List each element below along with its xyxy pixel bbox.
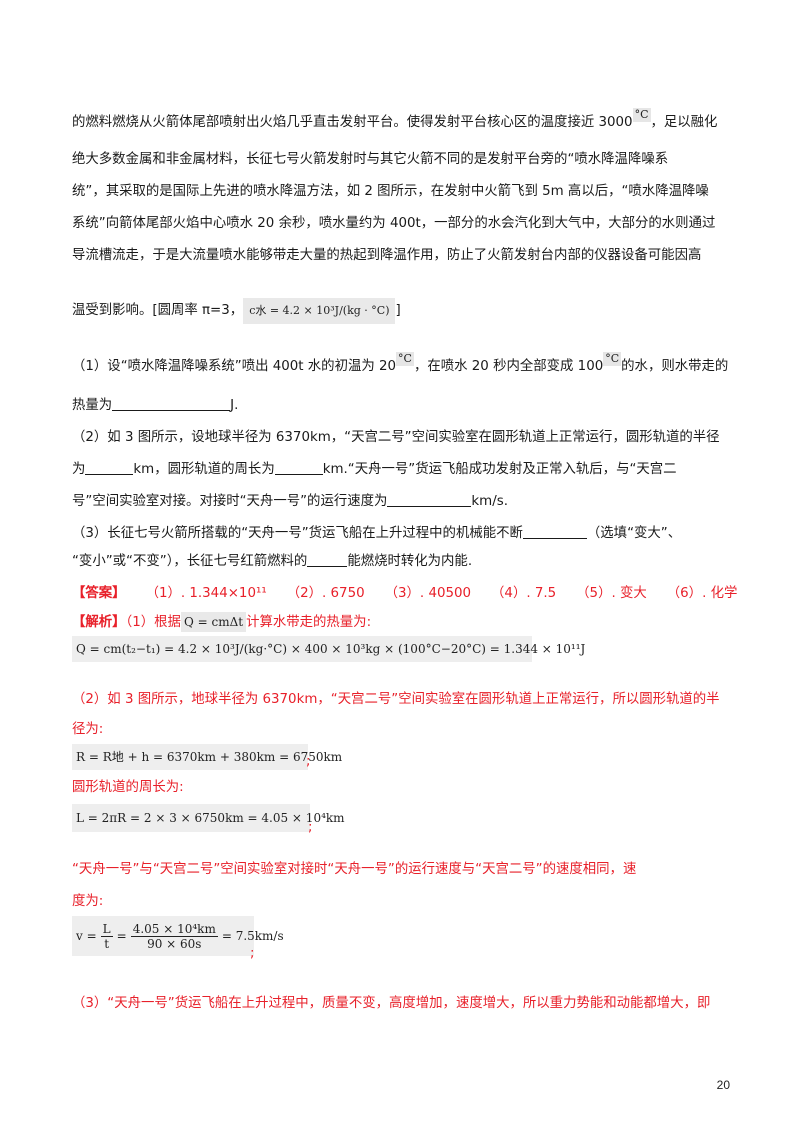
- analysis-line-5: “天舟一号”与“天宫二号”空间实验室对接时“天舟一号”的运行速度与“天宫二号”的…: [72, 862, 637, 877]
- formula-speed: v = L t = 4.05 × 10⁴km 90 × 60s = 7.5km/…: [72, 916, 284, 956]
- intro-line-6: 温受到影响。[圆周率 π=3，c水 = 4.2 × 10³J/(kg · °C)…: [72, 298, 732, 324]
- intro-line-3: 统”，其采取的是国际上先进的喷水降温方法，如 2 图所示，在发射中火箭飞到 5m…: [72, 184, 709, 199]
- formula-orbit-radius: R = R地 + h = 6370km + 380km = 6750km: [72, 744, 342, 770]
- answer-item: （3）. 40500: [384, 586, 472, 601]
- formula-orbit-circumference: L = 2πR = 2 × 3 × 6750km = 4.05 × 10⁴km: [72, 804, 345, 832]
- analysis-line-4: 圆形轨道的周长为:: [72, 780, 184, 795]
- degree-unit-box: °C: [632, 108, 651, 122]
- answer-blank-1[interactable]: [112, 396, 231, 411]
- intro-line-2: 绝大多数金属和非金属材料，长征七号火箭发射时与其它火箭不同的是发射平台旁的“喷水…: [72, 152, 669, 167]
- analysis-line-2: （2）如 3 图所示，地球半径为 6370km，“天宫二号”空间实验室在圆形轨道…: [72, 692, 720, 707]
- question-1-line-1: （1）设“喷水降温降噪系统”喷出 400t 水的初温为 20°C，在喷水 20 …: [72, 352, 729, 374]
- question-3-line-1: （3）长征七号火箭所搭载的“天舟一号”货运飞船在上升过程中的机械能不断（选填“变…: [72, 524, 682, 541]
- degree-unit-box: °C: [603, 352, 622, 366]
- answer-item: （4）. 7.5: [491, 586, 557, 601]
- heat-formula-inline: Q = cmΔt: [180, 612, 247, 632]
- formula-heat-calc: Q = cm(t₂−t₁) = 4.2 × 10³J/(kg·°C) × 400…: [72, 636, 585, 662]
- answer-item: （2）. 6750: [286, 586, 365, 601]
- analysis-line-6: 度为:: [72, 894, 104, 909]
- intro-line-1: 的燃料燃烧从火箭体尾部喷射出火焰几乎直击发射平台。使得发射平台核心区的温度接近 …: [72, 108, 718, 130]
- fraction-distance-over-time: 4.05 × 10⁴km 90 × 60s: [130, 921, 218, 951]
- analysis-line-3: 径为:: [72, 722, 104, 737]
- analysis-line-7: （3）“天舟一号”货运飞船在上升过程中，质量不变，高度增加，速度增大，所以重力势…: [72, 996, 711, 1011]
- answer-item: （5）. 变大: [576, 586, 647, 601]
- answer-item: （1）. 1.344×10¹¹: [145, 586, 267, 601]
- question-2-line-1: （2）如 3 图所示，设地球半径为 6370km，“天宫二号”空间实验室在圆形轨…: [72, 430, 720, 445]
- answer-label: 【答案】: [72, 586, 126, 601]
- intro-line-4: 系统”向箭体尾部火焰中心喷水 20 余秒，喷水量约为 400t，一部分的水会汽化…: [72, 216, 716, 231]
- analysis-label: 【解析】: [72, 615, 126, 630]
- degree-unit-box: °C: [396, 352, 414, 366]
- answer-blank-4[interactable]: [387, 492, 472, 507]
- answer-blank-6[interactable]: [307, 552, 348, 567]
- page-number: 20: [716, 1078, 730, 1092]
- answer-blank-3[interactable]: [274, 460, 323, 475]
- formula-tail: ;: [306, 754, 311, 769]
- answer-blank-2[interactable]: [85, 460, 134, 475]
- intro-line-5: 导流槽流走，于是大流量喷水能够带走大量的热起到降温作用，防止了火箭发射台内部的仪…: [72, 248, 702, 263]
- answer-blank-5[interactable]: [522, 524, 587, 539]
- answer-line: 【答案】 （1）. 1.344×10¹¹ （2）. 6750 （3）. 40500 （4…: [72, 584, 737, 604]
- answer-item: （6）. 化学: [666, 586, 738, 601]
- formula-tail: ;: [308, 820, 313, 835]
- specific-heat-formula: c水 = 4.2 × 10³J/(kg · °C): [243, 298, 396, 324]
- formula-tail: ;: [250, 946, 255, 961]
- fraction-l-over-t: L t: [100, 921, 113, 951]
- question-3-line-2: “变小”或“不变”），长征七号红箭燃料的能燃烧时转化为内能.: [72, 552, 473, 569]
